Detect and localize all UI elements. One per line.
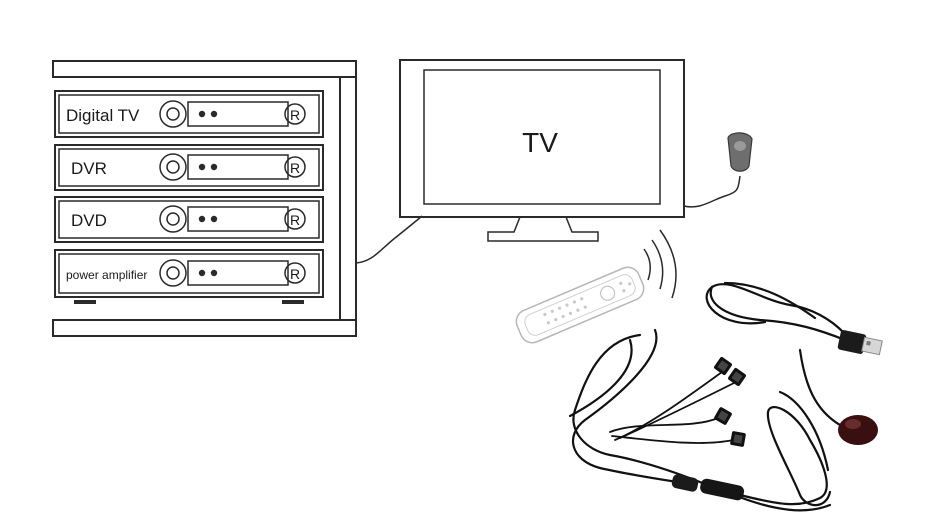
- indicator-light: [198, 163, 206, 171]
- dpad-icon: [159, 259, 187, 287]
- indicator-light: [198, 215, 206, 223]
- r-button-icon: [284, 208, 306, 230]
- unit-foot: [74, 300, 96, 304]
- signal-waves-icon: [643, 229, 677, 299]
- r-button-label: R: [290, 266, 300, 282]
- dpad-icon: [159, 100, 187, 128]
- inline-connector-icon: [671, 474, 745, 501]
- dpad-icon: [159, 153, 187, 181]
- remote-control-icon: [515, 266, 645, 344]
- unit-label: DVD: [71, 211, 107, 230]
- tv-label: TV: [522, 127, 558, 158]
- ir-eye-icon: [838, 415, 878, 445]
- indicator-light: [210, 163, 218, 171]
- ir-emitter-icon: [714, 407, 732, 425]
- ir-receiver-icon: [727, 132, 753, 172]
- r-button-label: R: [290, 107, 300, 123]
- unit-label: power amplifier: [66, 268, 147, 282]
- indicator-light: [210, 269, 218, 277]
- r-button-icon: [284, 103, 306, 125]
- r-button-icon: [284, 156, 306, 178]
- receiver-cable: [683, 175, 741, 208]
- r-button-label: R: [290, 160, 300, 176]
- equipment-cabinet: [52, 60, 357, 337]
- ir-emitter-icon: [714, 357, 732, 375]
- device-unit-digital-tv: Digital TV R: [54, 90, 324, 138]
- device-unit-power-amplifier: power amplifier R: [54, 249, 324, 304]
- r-button-icon: [284, 262, 306, 284]
- ir-emitter-icon: [728, 368, 746, 386]
- tv-set: TV: [399, 59, 685, 242]
- ir-emitter-icon: [730, 431, 746, 447]
- unit-foot: [282, 300, 304, 304]
- dpad-icon: [159, 205, 187, 233]
- connection-wire: [355, 215, 423, 264]
- tv-stand: [487, 216, 599, 242]
- usb-plug-icon: [837, 330, 883, 356]
- indicator-light: [198, 110, 206, 118]
- indicator-light: [210, 215, 218, 223]
- indicator-light: [210, 110, 218, 118]
- device-unit-dvd: DVD R: [54, 196, 324, 243]
- indicator-light: [198, 269, 206, 277]
- ir-repeater-cable-kit: [568, 281, 883, 512]
- unit-label: Digital TV: [66, 106, 140, 125]
- r-button-label: R: [290, 212, 300, 228]
- device-unit-dvr: DVR R: [54, 144, 324, 191]
- unit-label: DVR: [71, 159, 107, 178]
